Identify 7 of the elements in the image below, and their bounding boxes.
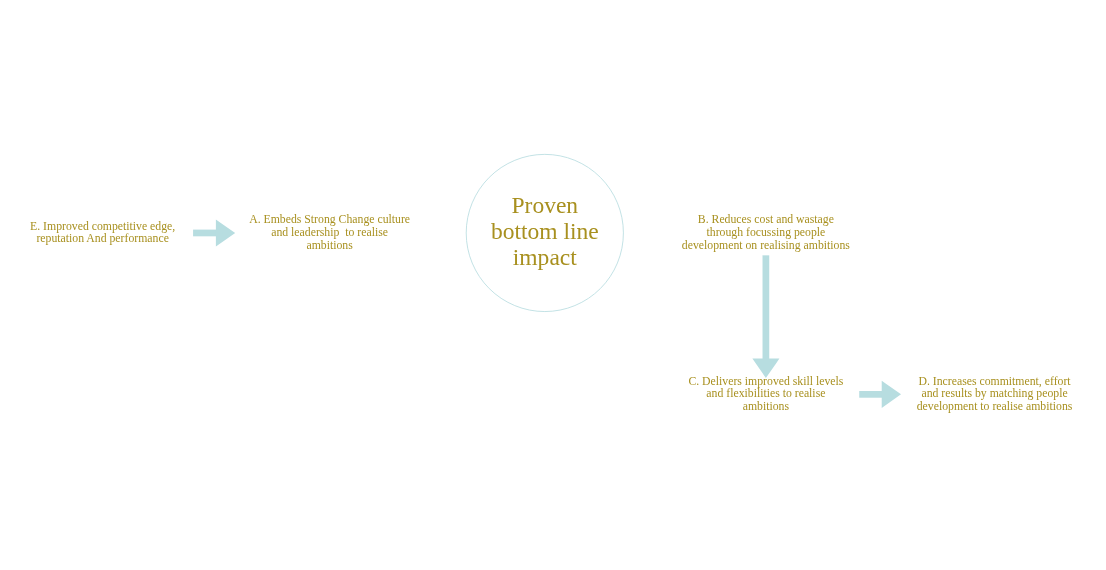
arrow	[752, 254, 780, 378]
node-circle: Proven bottom line impact	[465, 153, 624, 312]
node-text: C. Delivers improved skill levels and flexibilities to realise ambitions	[688, 374, 844, 413]
node-text: E. Improved competitive edge, reputation And performance	[30, 219, 176, 245]
node-text: D. Increases commitment, effort and results by matching people development to realise ambitions	[916, 374, 1073, 413]
node-text: A. Embeds Strong Change culture and leadership to realise ambitions	[249, 212, 411, 252]
node-text: B. Reduces cost and wastage through focussing people development on realising ambitions	[681, 212, 850, 252]
